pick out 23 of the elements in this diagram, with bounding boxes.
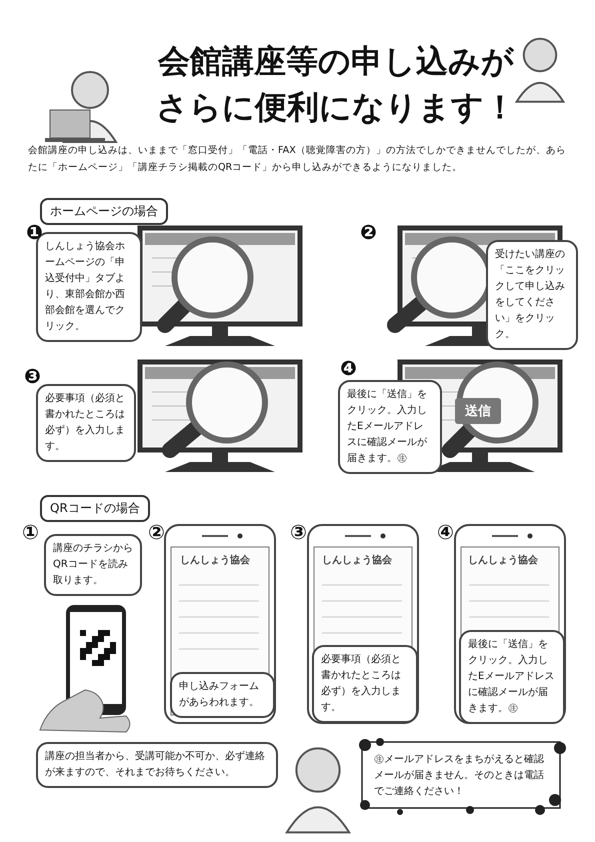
step-number: ❷	[360, 222, 377, 242]
section-heading-bubble: ホームページの場合	[40, 198, 168, 225]
step-number: ④	[437, 522, 454, 542]
speech-bubble: 講座のチラシからQRコードを読み取ります。	[44, 534, 142, 596]
site-header-text: しんしょう協会	[468, 554, 538, 567]
speech-bubble: 講座の担当者から、受講可能か不可か、必ず連絡が来ますので、それまでお待ちください。	[36, 742, 278, 788]
intro-paragraph: 会館講座の申し込みは、いままで「窓口受付」「電話・FAX（聴覚障害の方）」の方法でしかできませんでしたが、あらたに「ホームページ」「講座チラシ掲載のQRコード」から申し込みができるようになりました。	[28, 144, 567, 175]
send-button: 送信	[455, 398, 501, 424]
speech-bubble: 最後に「送信」をクリック。入力したEメールアドレスに確認メールが届きます。㊟	[338, 380, 442, 474]
step-number: ③	[290, 522, 307, 542]
step-number: ①	[22, 522, 39, 542]
step-number: ❹	[340, 358, 357, 378]
speech-bubble: 必要事項（必須と書かれたところは必ず）を入力します。	[36, 384, 136, 462]
speech-bubble: 受けたい講座の「ここをクリックして申し込みをしてください」をクリック。	[486, 240, 578, 350]
speech-bubble: 最後に「送信」をクリック。入力したEメールアドレスに確認メールが届きます。㊟	[459, 630, 565, 724]
step-number: ❸	[24, 366, 41, 386]
speech-bubble: 申し込みフォームがあらわれます。	[170, 672, 275, 718]
site-header-text: しんしょう協会	[180, 554, 250, 567]
speech-bubble: 必要事項（必須と書かれたところは必ず）を入力します。	[312, 645, 418, 723]
step-number: ②	[148, 522, 165, 542]
section-heading-bubble: QRコードの場合	[40, 495, 150, 522]
site-header-text: しんしょう協会	[322, 554, 392, 567]
title: 会館講座等の申し込みがさらに便利になります！	[155, 41, 517, 128]
